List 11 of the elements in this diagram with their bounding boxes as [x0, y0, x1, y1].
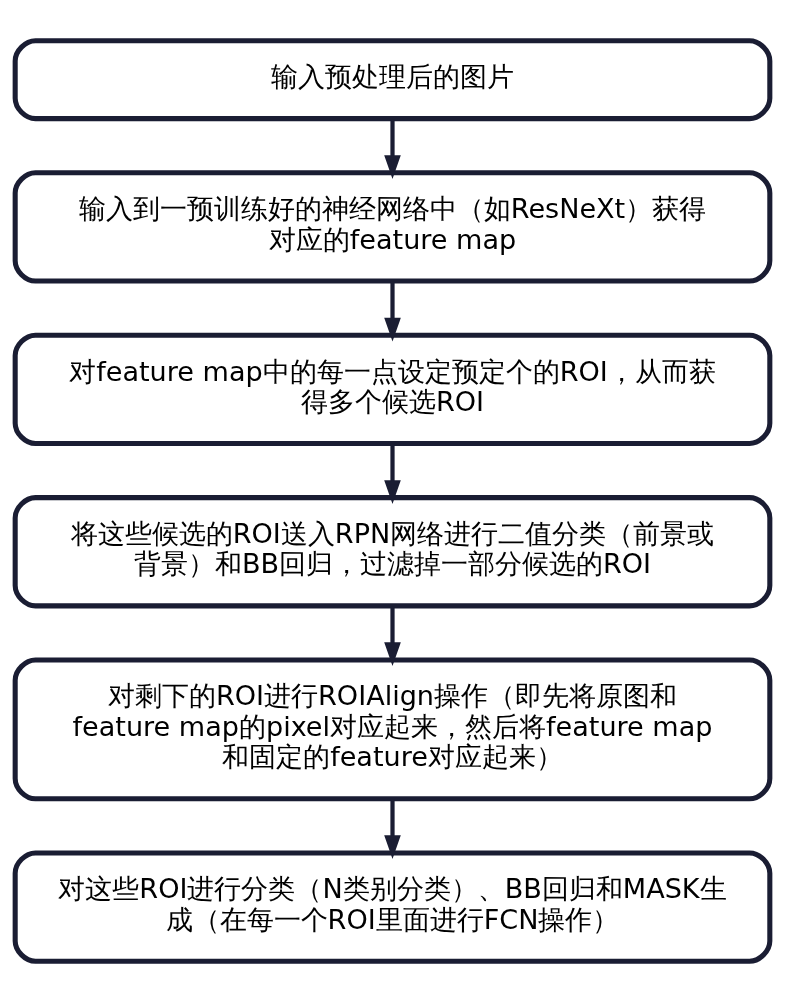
arrow [384, 799, 401, 859]
node-box: 输入到一预训练好的神经网络中（如ResNeXt）获得对应的feature map [12, 170, 773, 284]
node-box: 对这些ROI进行分类（N类别分类）、BB回归和MASK生成（在每一个ROI里面进行FCN操作） [12, 850, 773, 964]
arrow [384, 443, 401, 504]
arrow [384, 119, 401, 179]
node-box: 对剩下的ROI进行ROIAlign操作（即先将原图和feature map的pixel对应起来，然后将feature map和固定的feature对应起来） [12, 657, 773, 802]
arrow [384, 281, 401, 342]
node-box: 将这些候选的ROI送入RPN网络进行二值分类（前景或背景）和BB回归，过滤掉一部分候选的ROI [12, 495, 773, 609]
node-box: 对feature map中的每一点设定预定个的ROI，从而获得多个候选ROI [12, 332, 773, 446]
arrow [384, 606, 401, 667]
node-box: 输入预处理后的图片 [12, 38, 773, 122]
